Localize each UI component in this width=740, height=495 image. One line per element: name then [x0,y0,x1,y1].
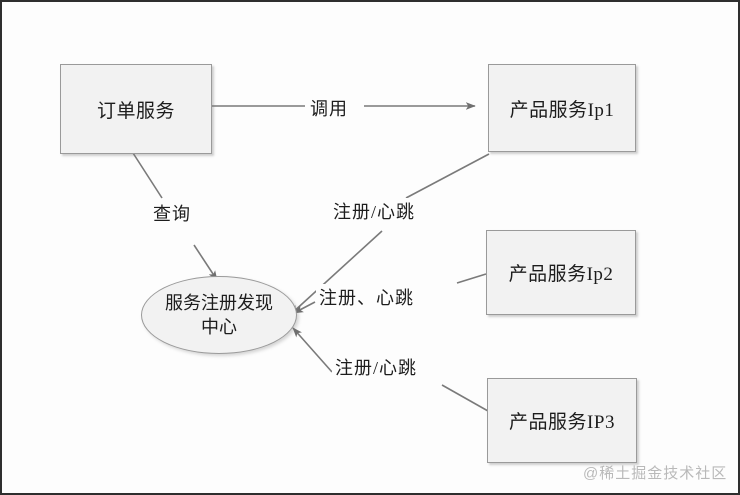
node-product-ip1[interactable]: 产品服务Ip1 [488,64,636,152]
edge-label-call: 调用 [307,95,351,121]
node-registry-center-label: 服务注册发现中心 [165,292,273,337]
node-order-service[interactable]: 订单服务 [60,64,212,154]
edge-register-ip1 [290,153,490,315]
node-product-ip3-label: 产品服务IP3 [509,412,615,433]
edge-query [132,152,218,281]
edge-label-query: 查询 [150,200,194,226]
watermark: @稀土掘金技术社区 [583,465,728,482]
node-product-ip3[interactable]: 产品服务IP3 [487,378,637,463]
node-registry-center[interactable]: 服务注册发现中心 [141,276,297,354]
edge-register-ip3 [292,327,489,412]
edge-label-register-ip1: 注册/心跳 [330,198,419,224]
node-product-ip2-label: 产品服务Ip2 [508,264,614,285]
edge-register-ip2 [293,273,487,314]
node-order-service-label: 订单服务 [96,100,175,122]
node-product-ip2[interactable]: 产品服务Ip2 [486,230,636,315]
node-product-ip1-label: 产品服务Ip1 [509,99,615,121]
edge-label-register-ip2: 注册、心跳 [316,284,417,310]
edge-label-register-ip3: 注册/心跳 [332,354,421,380]
